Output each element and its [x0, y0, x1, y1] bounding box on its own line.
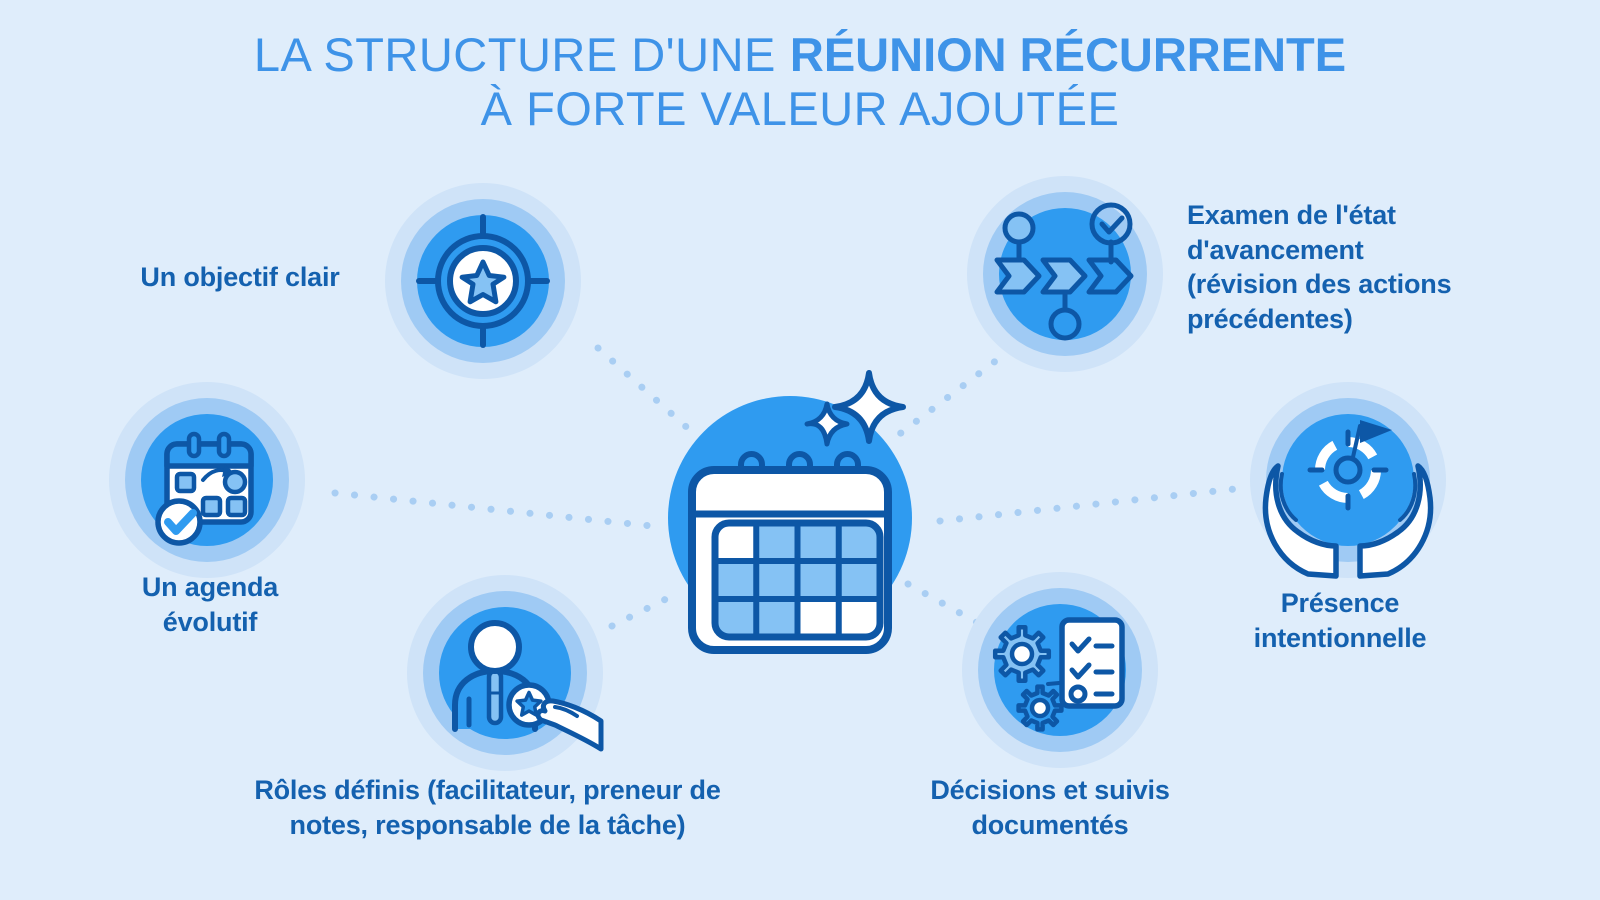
connector-agenda	[331, 489, 656, 530]
node-agenda	[107, 380, 307, 580]
evolving-calendar-icon	[109, 382, 305, 578]
star-glyph	[459, 259, 507, 305]
connector-presence	[936, 484, 1248, 525]
title-line1-bold: RÉUNION RÉCURRENTE	[789, 28, 1347, 81]
sparkle-large	[832, 370, 906, 444]
connector-progress	[893, 346, 1014, 440]
sparkle-small	[804, 401, 850, 447]
title-line2: À FORTE VALEUR AJOUTÉE	[480, 81, 1120, 135]
node-center-meeting	[640, 368, 940, 668]
person-star-badge-icon	[407, 575, 604, 771]
title-line1-regular: LA STRUCTURE D'UNE	[253, 28, 776, 81]
node-presence	[1248, 380, 1448, 580]
label-roles: Rôles définis (facilitateur, preneur de …	[254, 775, 721, 840]
label-objective: Un objectif clair	[140, 262, 340, 292]
connector-objective	[594, 344, 696, 436]
target-star-icon	[385, 183, 581, 379]
hands-goal-icon	[1250, 382, 1446, 579]
gears-checklist-icon	[962, 572, 1158, 768]
process-flow-check-icon	[967, 176, 1163, 372]
node-roles	[405, 573, 605, 773]
hand-glyph	[535, 698, 604, 752]
label-presence: Présence intentionnelle	[1253, 588, 1427, 653]
right-hand-glyph	[1357, 463, 1434, 579]
node-decisions	[960, 570, 1160, 770]
label-progress: Examen de l'état d'avancement (révision …	[1187, 200, 1452, 334]
badge-star-glyph	[515, 690, 543, 717]
node-progress	[965, 174, 1165, 374]
sparkle-calendar-icon	[668, 370, 912, 654]
calendar-grid	[715, 523, 880, 637]
label-decisions: Décisions et suivis documentés	[930, 775, 1170, 840]
label-agenda: Un agenda évolutif	[141, 572, 279, 637]
left-hand-glyph	[1262, 463, 1339, 579]
node-objective	[383, 181, 583, 381]
